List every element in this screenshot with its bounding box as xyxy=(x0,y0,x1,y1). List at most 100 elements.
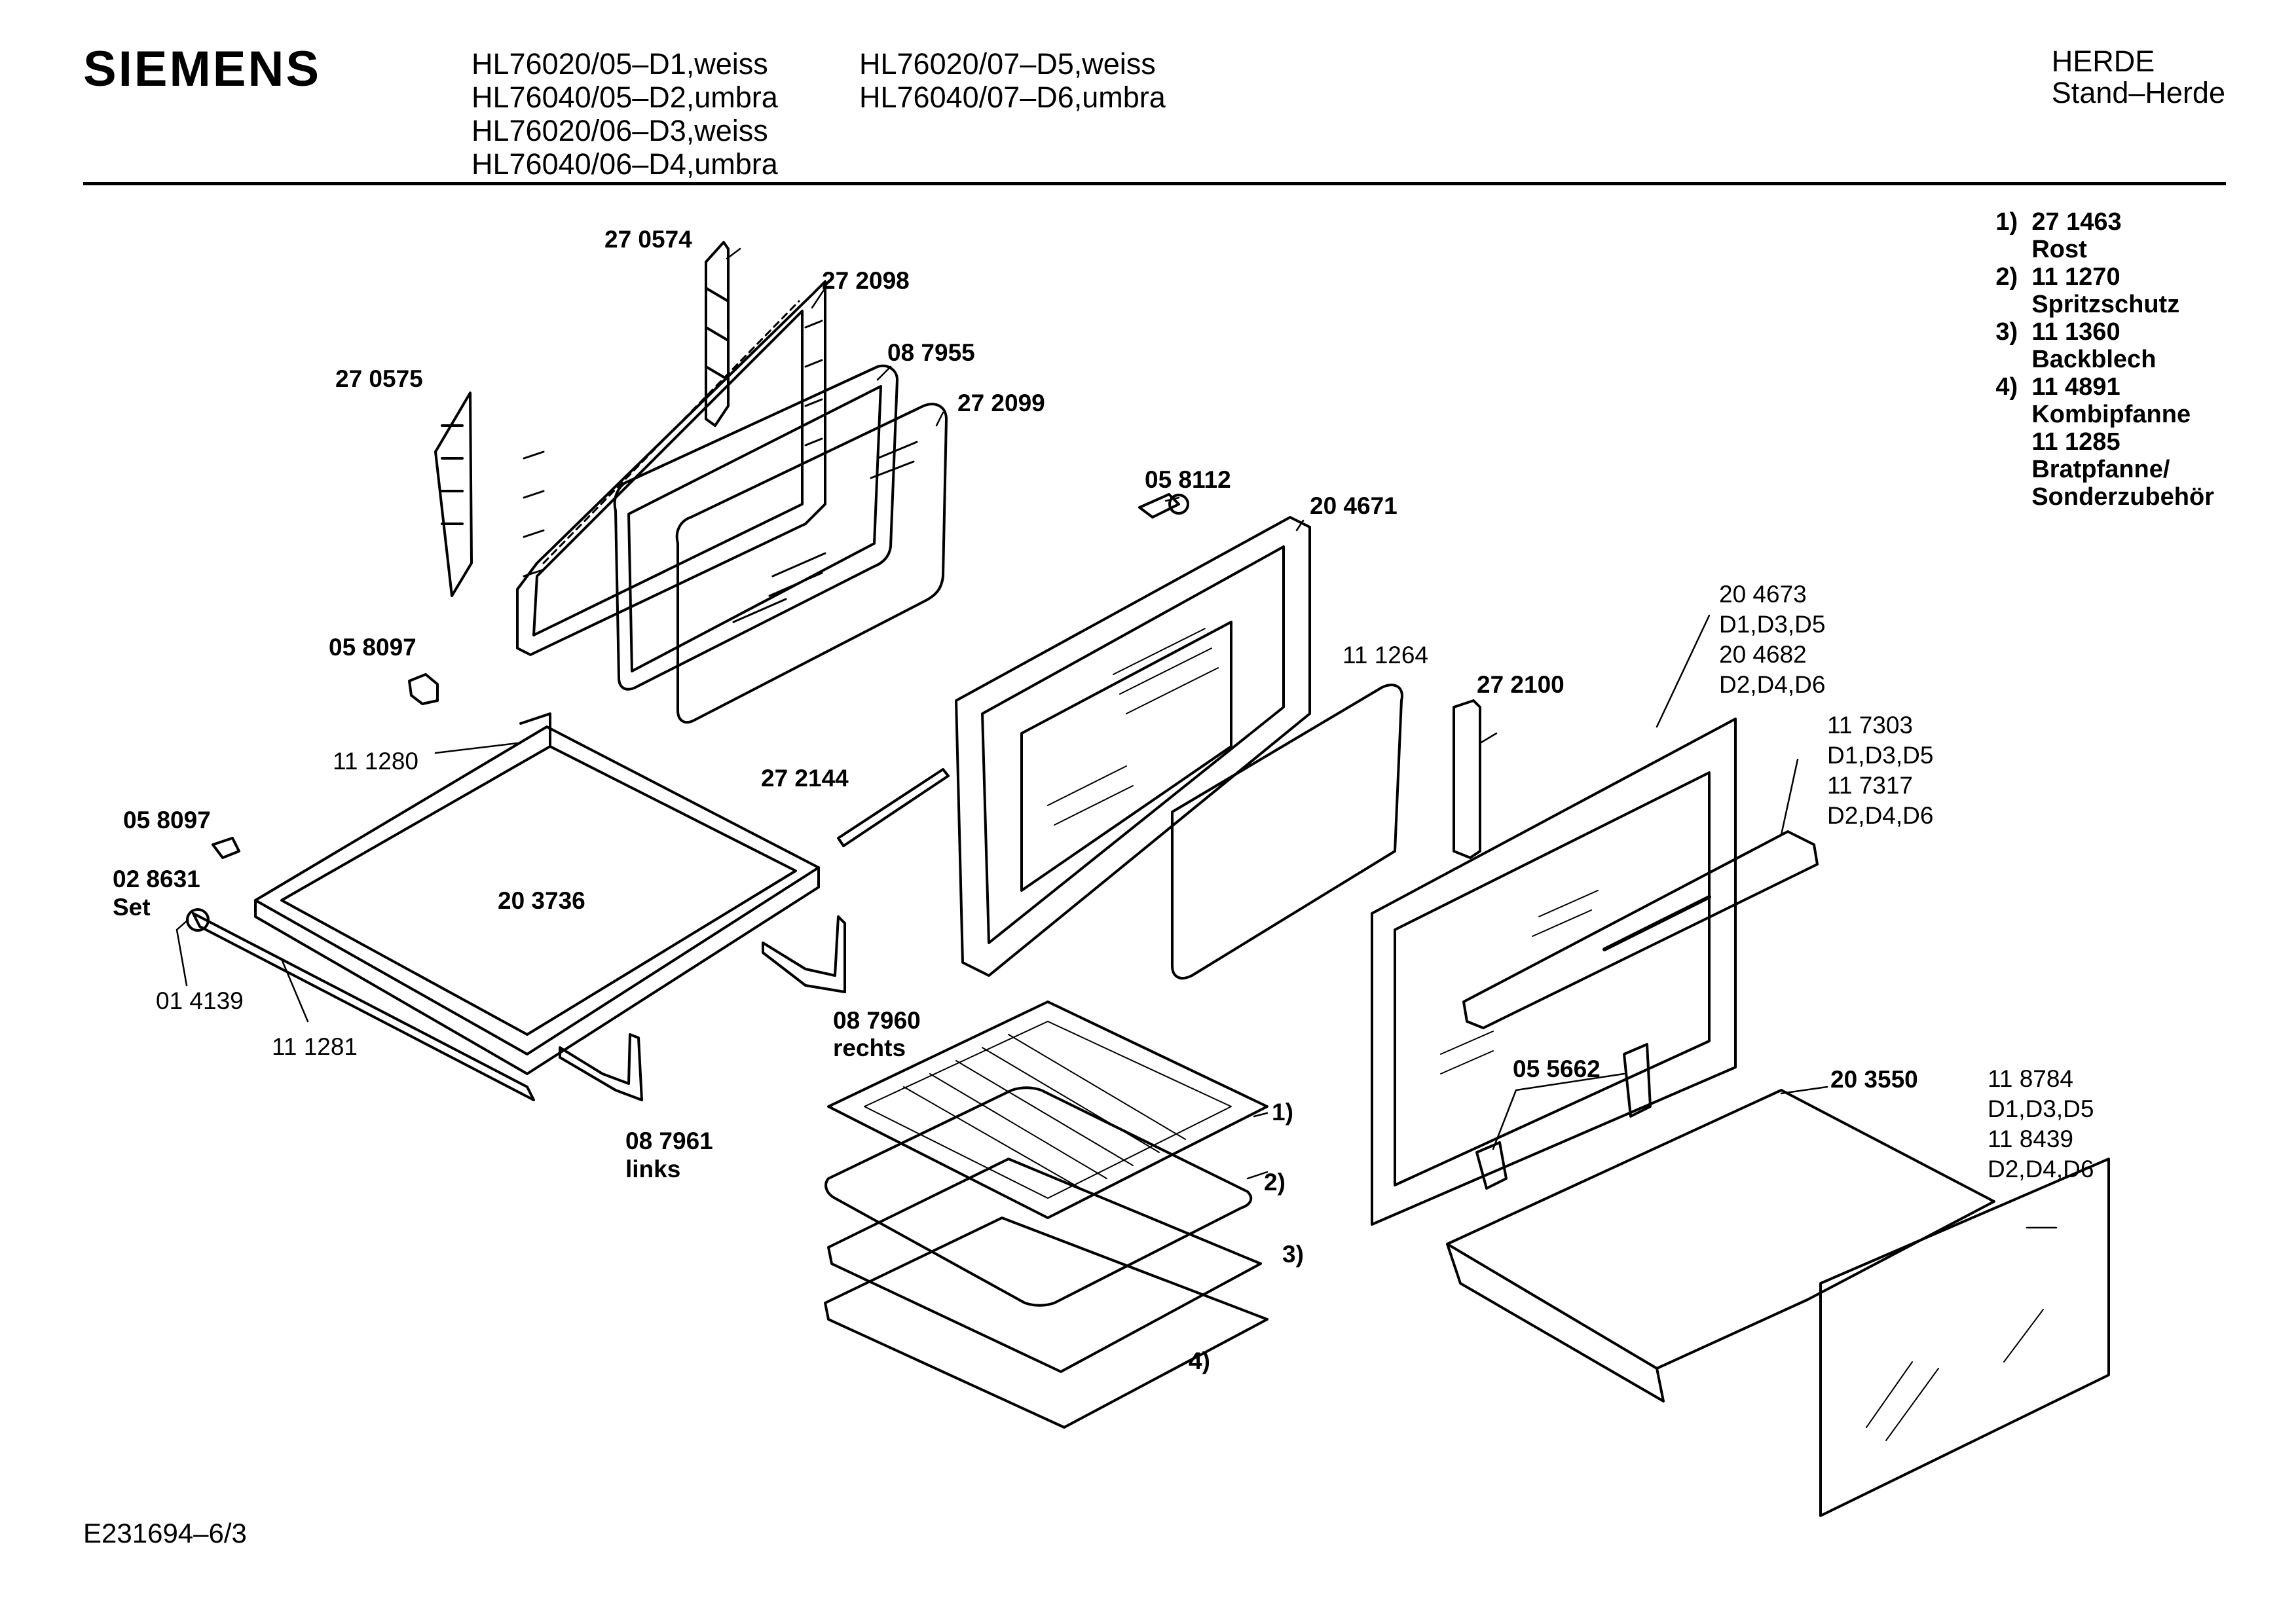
variant-line: 11 7303 xyxy=(1827,712,1913,739)
model-line: HL76020/07–D5,weiss xyxy=(859,47,1156,81)
part-label-111281: 11 1281 xyxy=(272,1033,358,1060)
leader-lines xyxy=(176,247,2058,1229)
part-label-055662: 05 5662 xyxy=(1513,1055,1601,1082)
category-title: HERDE xyxy=(2051,45,2155,78)
part-label-058112: 05 8112 xyxy=(1145,466,1231,493)
part-label-087961: 08 7961 xyxy=(625,1127,713,1154)
legend-line: 11 1270 xyxy=(2031,263,2120,291)
variant-line: D1,D3,D5 xyxy=(1988,1095,2094,1122)
inner-door-204671 xyxy=(955,516,1311,977)
bracket-087960 xyxy=(762,915,846,993)
part-label-203736: 20 3736 xyxy=(498,887,585,914)
part-label-087960: 08 7960 xyxy=(833,1007,921,1034)
drawer-203550 xyxy=(1446,1089,2110,1517)
tray-rost-1 xyxy=(827,1000,1268,1219)
tray-spritzschutz-2 xyxy=(824,1086,1253,1307)
legend-line: Bratpfanne/ xyxy=(2031,456,2170,483)
part-label-058097-lower: 05 8097 xyxy=(123,807,211,833)
model-line: HL76040/06–D4,umbra xyxy=(472,147,778,181)
category-subtitle: Stand–Herde xyxy=(2051,76,2225,109)
header-rule xyxy=(83,182,2226,185)
key-058112 xyxy=(1138,493,1189,519)
part-label-014139: 01 4139 xyxy=(156,987,244,1014)
tray-frame-203736 xyxy=(254,712,820,1075)
glass-272099 xyxy=(675,403,948,724)
legend-item-4: 4) 11 4891 Kombipfanne 11 1285 Bratpfann… xyxy=(1995,373,2214,511)
variant-line: D1,D3,D5 xyxy=(1827,742,1934,769)
category-block: HERDE Stand–Herde xyxy=(2052,46,2225,109)
variant-line: 20 4682 xyxy=(1719,641,1807,668)
legend-line: Backblech xyxy=(2031,346,2157,373)
legend-line: Spritzschutz xyxy=(2031,291,2180,318)
variant-line: 11 7317 xyxy=(1827,772,1913,799)
legend-item-1: 1) 27 1463 Rost xyxy=(1995,208,2214,263)
part-label-203550: 20 3550 xyxy=(1830,1066,1918,1093)
variant-line: D1,D3,D5 xyxy=(1719,611,1826,638)
part-label-087960-side: rechts xyxy=(833,1035,906,1061)
part-label-272098: 27 2098 xyxy=(822,267,910,294)
variant-group-glass: 20 4673 D1,D3,D5 20 4682 D2,D4,D6 xyxy=(1719,579,1825,700)
variant-group-drawer: 11 8784 D1,D3,D5 11 8439 D2,D4,D6 xyxy=(1988,1064,2094,1184)
tray-backblech-3 xyxy=(827,1158,1262,1373)
part-label-111280: 11 1280 xyxy=(333,748,418,775)
model-list-primary: HL76020/05–D1,weiss HL76040/05–D2,umbra … xyxy=(472,47,778,181)
part-label-204671: 20 4671 xyxy=(1310,492,1398,519)
legend-item-3: 3) 11 1360 Backblech xyxy=(1995,318,2214,373)
tray-label-1: 1) xyxy=(1272,1099,1293,1126)
tray-label-3: 3) xyxy=(1282,1241,1304,1268)
legend-number: 4) xyxy=(1995,373,2018,401)
variant-line: D2,D4,D6 xyxy=(1988,1156,2094,1182)
part-label-111264: 11 1264 xyxy=(1342,642,1428,669)
document-code: E231694–6/3 xyxy=(83,1518,247,1548)
outer-door-204673 xyxy=(1371,718,1737,1226)
bracket-272100 xyxy=(1453,699,1481,859)
legend-line: Rost xyxy=(2031,236,2087,263)
clip-058097-upper xyxy=(408,673,439,705)
legend-number: 1) xyxy=(1995,208,2018,236)
part-label-087955: 08 7955 xyxy=(887,339,975,366)
part-label-087961-side: links xyxy=(625,1156,681,1182)
legend-line: Sonderzubehör xyxy=(2031,483,2214,511)
variant-line: 11 8439 xyxy=(1988,1126,2073,1152)
model-line: HL76020/06–D3,weiss xyxy=(472,114,768,147)
hinge-055662 xyxy=(1475,1043,1652,1190)
part-label-028631-set: Set xyxy=(113,894,151,921)
variant-line: 11 8784 xyxy=(1988,1065,2073,1092)
rail-111281 xyxy=(192,912,535,1101)
clip-058097-lower xyxy=(212,837,240,859)
legend-line: 11 4891 xyxy=(2031,373,2120,401)
model-list-secondary: HL76020/07–D5,weiss HL76040/07–D6,umbra xyxy=(859,47,1166,114)
handle-117303 xyxy=(1462,830,1819,1029)
legend-line: Kombipfanne xyxy=(2031,401,2191,428)
accessory-legend: 1) 27 1463 Rost 2) 11 1270 Spritzschutz … xyxy=(1995,208,2214,511)
part-label-270574: 27 0574 xyxy=(604,226,692,253)
rail-270574 xyxy=(705,241,730,427)
inner-glass-111264 xyxy=(1171,684,1403,980)
rail-270575 xyxy=(434,392,473,597)
variant-line: D2,D4,D6 xyxy=(1719,671,1826,698)
part-label-272099: 27 2099 xyxy=(957,390,1045,416)
legend-number: 3) xyxy=(1995,318,2018,346)
legend-number: 2) xyxy=(1995,263,2018,291)
model-line: HL76040/05–D2,umbra xyxy=(472,81,778,114)
brand-logo: SIEMENS xyxy=(83,41,322,97)
part-label-058097-upper: 05 8097 xyxy=(329,634,417,661)
tray-kombipfanne-4 xyxy=(824,1217,1268,1429)
variant-group-handle: 11 7303 D1,D3,D5 11 7317 D2,D4,D6 xyxy=(1827,710,1933,831)
part-label-270575: 27 0575 xyxy=(335,365,423,392)
part-label-028631: 02 8631 xyxy=(113,866,200,892)
part-label-272144: 27 2144 xyxy=(761,765,849,792)
legend-item-2: 2) 11 1270 Spritzschutz xyxy=(1995,263,2214,318)
model-line: HL76020/05–D1,weiss xyxy=(472,47,768,81)
tray-label-2: 2) xyxy=(1264,1169,1286,1196)
variant-line: D2,D4,D6 xyxy=(1827,802,1934,829)
frame-272098 xyxy=(516,280,826,656)
tray-label-4: 4) xyxy=(1189,1347,1210,1374)
hinge-272144 xyxy=(837,768,950,847)
gasket-087955 xyxy=(613,364,898,691)
bracket-087961 xyxy=(559,1033,643,1101)
legend-line: 11 1360 xyxy=(2031,318,2120,346)
model-line: HL76040/07–D6,umbra xyxy=(859,81,1166,114)
part-label-272100: 27 2100 xyxy=(1477,671,1565,698)
